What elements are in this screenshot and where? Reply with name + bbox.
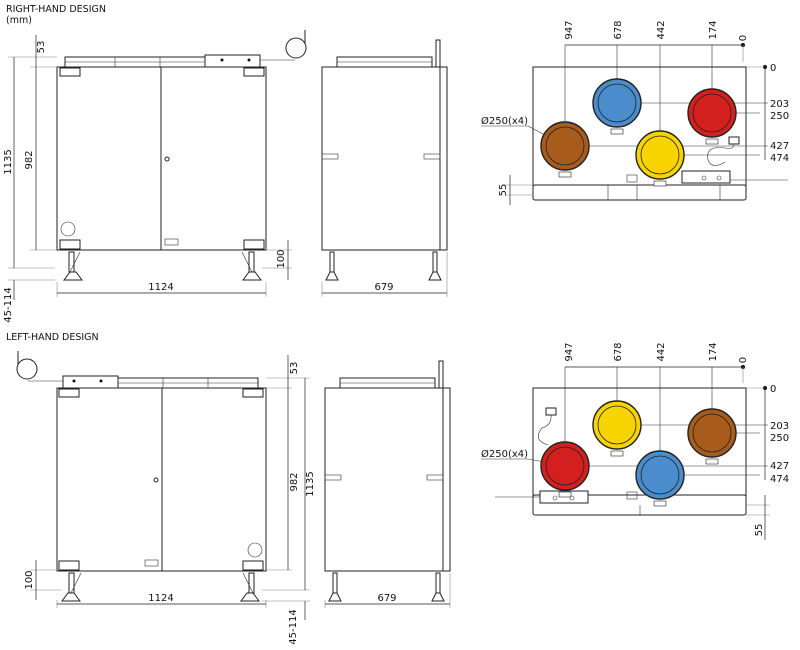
port-brown — [540, 121, 590, 178]
diameter-label: Ø250(x4) — [481, 115, 528, 127]
y-label: 427 — [770, 141, 789, 152]
right-hand-section: RIGHT-HAND DESIGN (mm) 53 1135 982 100 4… — [3, 4, 789, 323]
port-yellow — [635, 130, 685, 187]
dim-width: 1124 — [148, 282, 173, 293]
side-view: 679 — [324, 360, 451, 608]
front-view: 53 1135 982 100 45-114 1124 — [16, 350, 316, 645]
y-label: 203 — [770, 99, 789, 110]
dim-total-height: 1135 — [3, 149, 14, 174]
dim-base: 55 — [498, 184, 509, 197]
dim-base: 55 — [754, 524, 765, 537]
rear-view: 947 678 442 174 0 0 203 250 427 474 55 Ø… — [481, 20, 789, 205]
x-label: 174 — [708, 342, 719, 361]
port-inner-ring — [692, 93, 732, 133]
rear-view: 947 678 442 174 0 0 203 250 427 474 55 Ø… — [481, 342, 789, 540]
x-label: 442 — [656, 342, 667, 361]
y-label: 250 — [770, 433, 789, 444]
y-label: 474 — [770, 153, 789, 164]
x-label: 174 — [708, 20, 719, 39]
port-red — [540, 441, 590, 498]
x-label: 947 — [564, 20, 575, 39]
port-label-plate — [705, 138, 719, 145]
port-inner-ring — [545, 446, 585, 486]
port-label-plate — [705, 458, 719, 465]
x-label: 0 — [738, 357, 749, 363]
port-ring — [540, 441, 590, 491]
dim-leg: 100 — [276, 249, 287, 268]
y-label: 0 — [770, 63, 776, 74]
y-label: 427 — [770, 461, 789, 472]
dim-body-height: 982 — [24, 150, 35, 169]
port-ring — [687, 408, 737, 458]
port-label-plate — [558, 491, 572, 498]
x-label: 0 — [738, 35, 749, 41]
port-label-plate — [653, 180, 667, 187]
front-view: 53 1135 982 100 45-114 1124 — [3, 29, 307, 323]
diameter-label: Ø250(x4) — [481, 448, 528, 460]
dim-top: 53 — [36, 41, 47, 54]
y-label: 203 — [770, 421, 789, 432]
dim-total-height: 1135 — [305, 471, 316, 496]
port-label-plate — [610, 450, 624, 457]
dim-adjust: 45-114 — [288, 609, 299, 644]
side-view: 679 — [321, 39, 448, 297]
port-ring — [687, 88, 737, 138]
section-title: LEFT-HAND DESIGN — [6, 332, 99, 343]
port-blue — [592, 78, 642, 135]
left-hand-section: LEFT-HAND DESIGN 53 1135 982 100 45-114 … — [6, 332, 789, 645]
dim-adjust: 45-114 — [3, 287, 14, 322]
port-inner-ring — [597, 83, 637, 123]
port-ring — [592, 400, 642, 450]
port-ring — [592, 78, 642, 128]
port-inner-ring — [545, 126, 585, 166]
unit-label: (mm) — [6, 15, 32, 26]
y-label: 0 — [770, 384, 776, 395]
y-label: 474 — [770, 474, 789, 485]
port-ring — [635, 130, 685, 180]
port-yellow — [592, 400, 642, 457]
port-inner-ring — [692, 413, 732, 453]
port-red — [687, 88, 737, 145]
port-inner-ring — [597, 405, 637, 445]
x-label: 678 — [613, 20, 624, 39]
x-label: 678 — [613, 342, 624, 361]
port-ring — [540, 121, 590, 171]
section-title: RIGHT-HAND DESIGN — [6, 4, 106, 15]
port-blue — [635, 450, 685, 507]
dim-leg: 100 — [24, 570, 35, 589]
dim-depth: 679 — [377, 593, 396, 604]
dim-top: 53 — [289, 362, 300, 375]
port-ring — [635, 450, 685, 500]
x-label: 442 — [656, 20, 667, 39]
port-label-plate — [558, 171, 572, 178]
port-label-plate — [610, 128, 624, 135]
x-label: 947 — [564, 342, 575, 361]
port-inner-ring — [640, 455, 680, 495]
port-label-plate — [653, 500, 667, 507]
port-brown — [687, 408, 737, 465]
dim-depth: 679 — [374, 282, 393, 293]
dim-body-height: 982 — [289, 472, 300, 491]
port-inner-ring — [640, 135, 680, 175]
dim-width: 1124 — [148, 593, 173, 604]
y-label: 250 — [770, 111, 789, 122]
